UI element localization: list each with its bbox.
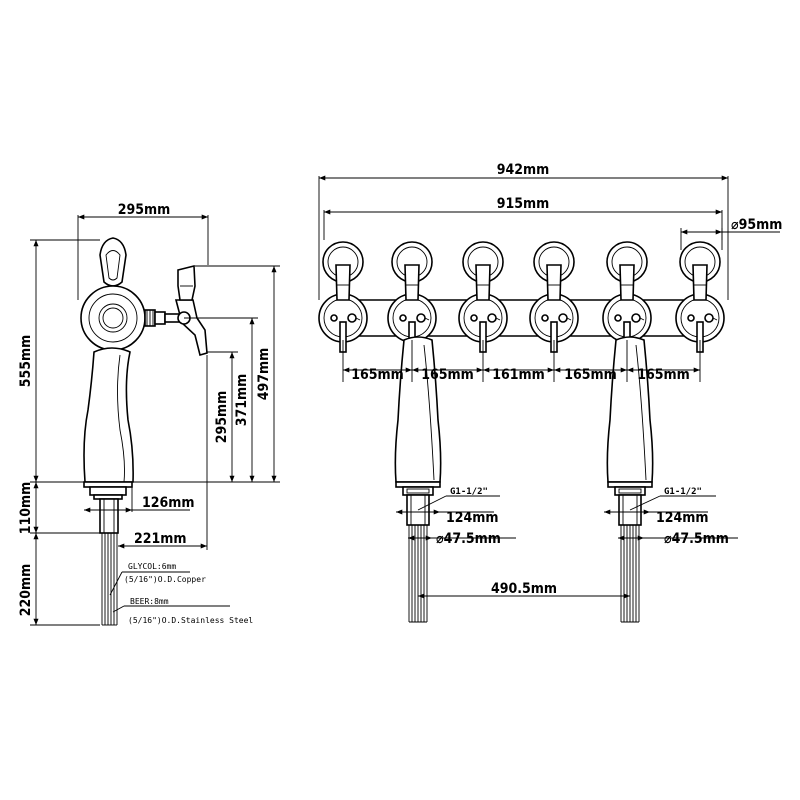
front-dim-column-spacing: 490.5mm	[491, 581, 557, 597]
tap-spacing-label: 165mm	[564, 367, 617, 383]
side-dim-spout-reach: 221mm	[134, 531, 187, 547]
tap-lever	[692, 264, 708, 301]
note-beer-size: BEER:8mm	[130, 597, 169, 606]
tap-4	[529, 241, 579, 353]
left-column-thread: G1-1/2"	[450, 487, 488, 497]
side-dim-height-371: 371mm	[234, 374, 250, 427]
side-column-body	[83, 347, 134, 483]
side-faucet-body	[174, 299, 208, 356]
front-dim-overall: 942mm	[497, 162, 550, 178]
front-tap-spacing: 165mm 165mm 161mm 165mm 165mm	[342, 340, 701, 383]
manifold-bar-outline	[325, 299, 721, 337]
side-dim-height-295: 295mm	[214, 391, 230, 444]
tap-1	[318, 241, 368, 353]
side-shank-coupler	[154, 311, 166, 325]
tap-6	[675, 241, 725, 353]
side-dim-height-497: 497mm	[256, 348, 272, 401]
tap-spacing-label: 161mm	[492, 367, 545, 383]
tap-spacing-label: 165mm	[351, 367, 404, 383]
side-tap-head	[80, 285, 146, 351]
side-dim-base-height: 110mm	[18, 482, 34, 535]
right-column-thread: G1-1/2"	[664, 487, 702, 497]
tap-lever	[404, 264, 420, 301]
tap-5	[602, 241, 652, 353]
tap-lever	[546, 264, 562, 301]
note-glycol-material: (5/16")O.D.Copper	[124, 575, 206, 584]
column-body	[606, 336, 654, 483]
side-beer-glycol-lines	[101, 533, 118, 626]
tap-lever	[475, 264, 491, 301]
side-view: 295mm 555mm 110mm 220mm 497mm 371mm 295m…	[18, 202, 280, 626]
side-handle-ring	[99, 237, 127, 287]
side-lower-shank	[99, 498, 119, 534]
front-columns	[394, 336, 654, 623]
side-dim-base-width: 126mm	[142, 495, 195, 511]
front-dim-ring-diameter: ⌀95mm	[731, 217, 782, 233]
tap-spacing-label: 165mm	[637, 367, 690, 383]
tap-2	[387, 241, 437, 353]
right-column-base-width: 124mm	[656, 510, 709, 526]
side-dim-total-height: 555mm	[18, 335, 34, 388]
tap-3	[458, 241, 508, 353]
front-manifold-bar	[325, 299, 721, 337]
left-column-shank-diameter: ⌀47.5mm	[436, 531, 501, 547]
left-column	[394, 336, 442, 623]
note-glycol-size: GLYCOL:6mm	[128, 562, 176, 571]
side-faucet-lever	[177, 264, 196, 301]
right-column-shank-diameter: ⌀47.5mm	[664, 531, 729, 547]
tap-lever	[335, 264, 351, 301]
column-body	[394, 336, 442, 483]
tap-spacing-label: 165mm	[421, 367, 474, 383]
front-dim-tap-span: 915mm	[497, 196, 550, 212]
note-beer-material: (5/16")O.D.Stainless Steel	[128, 616, 253, 625]
side-dim-width-top: 295mm	[118, 202, 171, 218]
left-column-base-width: 124mm	[446, 510, 499, 526]
right-column	[606, 336, 654, 623]
side-dim-lines-length: 220mm	[18, 564, 34, 617]
tap-lever	[619, 264, 635, 301]
